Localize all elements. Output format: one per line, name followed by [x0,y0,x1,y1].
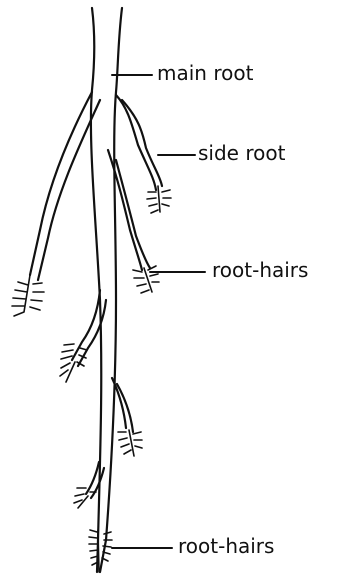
root-hairs-lower-label: root-hairs [178,536,274,556]
root-hairs-upper-label: root-hairs [212,260,308,280]
side-root-branch [116,95,162,190]
side-root-label: side root [198,143,285,163]
main-root-label: main root [157,63,253,83]
main-root [91,8,122,572]
lower-right-branch [112,378,133,432]
left-upper-branch [30,92,100,280]
